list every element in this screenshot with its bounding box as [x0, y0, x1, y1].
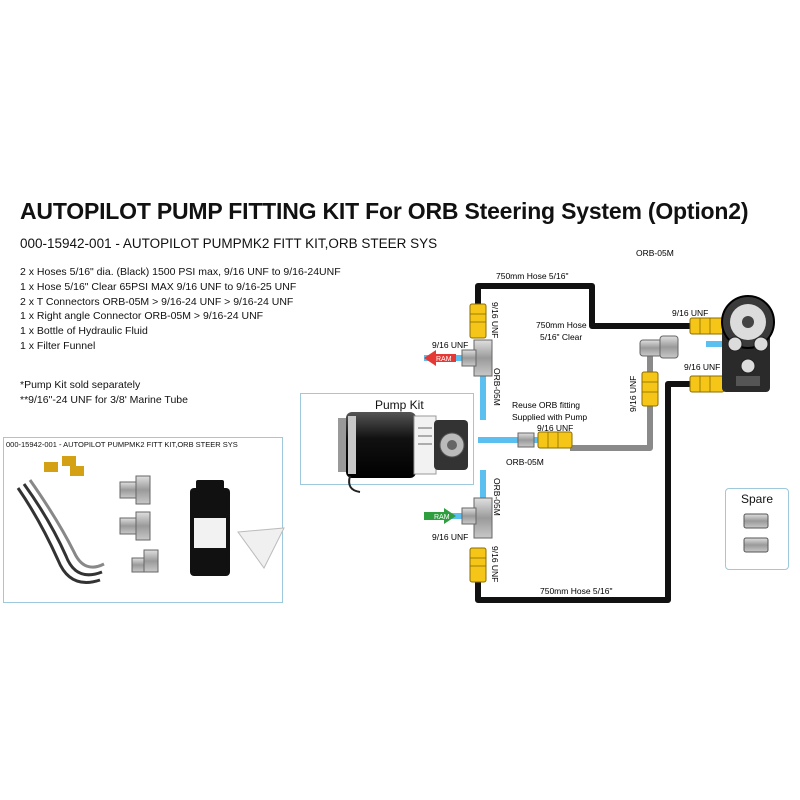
filter-funnel [237, 527, 285, 569]
notes: *Pump Kit sold separately **9/16"-24 UNF… [20, 378, 188, 408]
label-unf-left-top: 9/16 UNF [432, 340, 468, 350]
label-reuse-1: Reuse ORB fitting [512, 400, 580, 410]
label-unf-vertical-top: 9/16 UNF [490, 302, 500, 338]
contents-item: 1 x Filter Funnel [20, 339, 96, 352]
label-unf-middle: 9/16 UNF [537, 423, 573, 433]
pump-kit-frame [300, 393, 474, 485]
unf-fitting [537, 431, 573, 449]
black-hose-bottom [475, 381, 704, 603]
note: **9/16"-24 UNF for 3/8' Marine Tube [20, 393, 188, 406]
clear-hose [570, 355, 653, 451]
spare-fitting [743, 537, 769, 553]
hydraulic-fluid-bottle [190, 480, 230, 576]
label-orb05m-middle: ORB-05M [506, 457, 544, 467]
kit-hoses-photo [16, 456, 105, 584]
label-ram-top: RAM [436, 356, 452, 363]
label-hose-clear-1: 750mm Hose [536, 320, 587, 330]
spare-frame [725, 488, 789, 570]
contents-item: 1 x Hose 5/16" Clear 65PSI MAX 9/16 UNF … [20, 280, 297, 293]
spare-label: Spare [741, 492, 774, 506]
label-unf-right-top: 9/16 UNF [672, 308, 708, 318]
label-unf-left-bottom: 9/16 UNF [432, 532, 468, 542]
label-unf-vertical-bottom: 9/16 UNF [490, 546, 500, 582]
unf-fitting [689, 317, 725, 335]
black-hose-top [475, 283, 704, 329]
unf-fitting [469, 547, 487, 583]
kit-photo-title: 000-15942-001 - AUTOPILOT PUMPMK2 FITT K… [6, 440, 238, 449]
ram-arrow-red [424, 350, 456, 366]
helm-pump [721, 295, 775, 392]
note: *Pump Kit sold separately [20, 379, 141, 391]
contents-item: 1 x Bottle of Hydraulic Fluid [20, 325, 148, 338]
label-ram-bottom: RAM [434, 514, 450, 521]
autopilot-pump [338, 412, 468, 493]
ram-arrow-green [424, 508, 456, 524]
orb-fitting [517, 432, 535, 448]
label-hose-top: 750mm Hose 5/16" [496, 271, 568, 281]
label-orb05m-top: ORB-05M [636, 248, 674, 258]
unf-fitting [689, 375, 725, 393]
kit-connectors-photo [119, 475, 159, 573]
label-hose-bottom: 750mm Hose 5/16" [540, 586, 612, 596]
pump-kit-label: Pump Kit [375, 398, 424, 412]
t-connector-top [461, 339, 493, 377]
contents-item: 1 x Right angle Connector ORB-05M > 9/16… [20, 310, 264, 323]
flow-lines [424, 341, 724, 519]
page-title: AUTOPILOT PUMP FITTING KIT For ORB Steer… [20, 198, 749, 224]
unf-fitting [641, 371, 659, 407]
label-unf-vertical-right: 9/16 UNF [628, 376, 638, 412]
kit-part-number: 000-15942-001 - AUTOPILOT PUMPMK2 FITT K… [20, 236, 438, 251]
spare-fitting [743, 513, 769, 529]
label-orb05m-upper: ORB-05M [492, 368, 502, 406]
label-hose-clear-2: 5/16" Clear [540, 332, 582, 342]
kit-photo-frame [3, 437, 283, 603]
label-unf-right-mid: 9/16 UNF [684, 362, 720, 372]
right-angle-connector [639, 335, 679, 359]
t-connector-bottom [461, 497, 493, 539]
contents-item: 2 x T Connectors ORB-05M > 9/16-24 UNF >… [20, 295, 294, 308]
contents-item: 2 x Hoses 5/16" dia. (Black) 1500 PSI ma… [20, 266, 341, 278]
label-reuse-2: Supplied with Pump [512, 412, 587, 422]
kit-contents-list: 2 x Hoses 5/16" dia. (Black) 1500 PSI ma… [20, 265, 341, 354]
label-orb05m-lower: ORB-05M [492, 478, 502, 516]
unf-fitting [469, 303, 487, 339]
